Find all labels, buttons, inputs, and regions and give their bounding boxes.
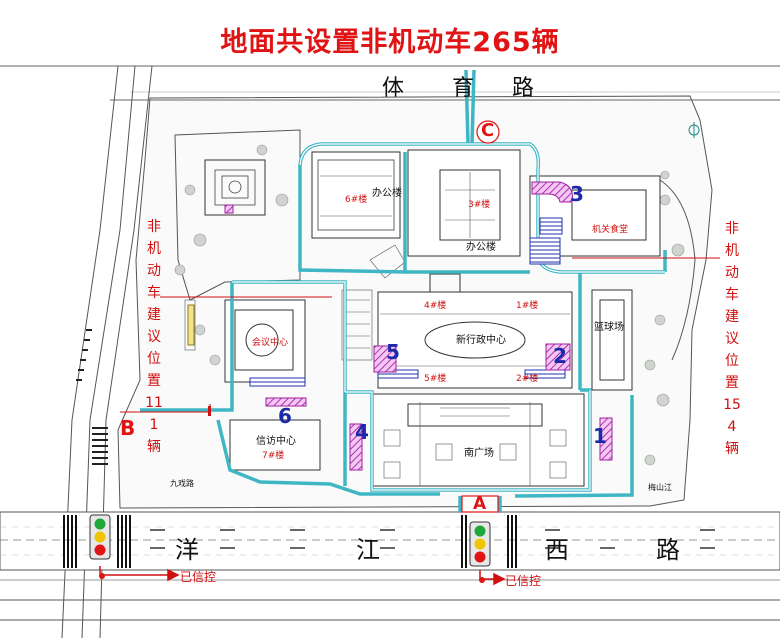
north-road-name-1: 体 [382, 76, 405, 101]
bicycle-route-inner [232, 143, 665, 491]
landscape-trees [174, 144, 685, 466]
parking-marker-4: 4 [355, 420, 369, 444]
entrance-a: A [473, 494, 487, 514]
north-road-name-2: 育 [452, 76, 475, 101]
label-conference-center: 会议中心 [252, 338, 289, 348]
label-building-7: 7#楼 [262, 451, 285, 461]
entrance-c: C [481, 120, 495, 141]
label-building-5: 5#楼 [424, 374, 447, 384]
parking-marker-1: 1 [593, 424, 607, 448]
south-road-name-4: 路 [656, 536, 680, 564]
label-building-3: 3#楼 [468, 200, 491, 210]
south-road-lower-grid [0, 599, 780, 621]
signal-label-left: 已信控 [180, 570, 217, 584]
south-road-lane-marks [150, 529, 715, 549]
signal-heads [99, 573, 485, 583]
signal-arrow-left-icon [99, 566, 180, 582]
building-outlines [204, 149, 661, 487]
south-road-crosswalks [63, 515, 517, 568]
building-details [184, 172, 570, 486]
entrance-b: B [120, 416, 136, 440]
label-admin-center: 新行政中心 [456, 335, 506, 346]
map-title: 地面共设置非机动车265辆 [220, 27, 560, 58]
label-petition-center: 信访中心 [256, 436, 296, 447]
parking-zones [224, 181, 613, 471]
label-south-plaza: 南广场 [464, 448, 494, 459]
west-road-markings [76, 329, 108, 465]
traffic-signal-right [469, 521, 491, 567]
right-parking-note: 非机动车建议位置154辆 [723, 221, 741, 457]
label-building-4: 4#楼 [424, 301, 447, 311]
parking-marker-2: 2 [553, 344, 567, 368]
garden-pavilion [214, 169, 256, 206]
north-arrow-icon [688, 122, 700, 138]
label-office-building: 办公楼 [372, 188, 402, 199]
traffic-signal-left [89, 514, 111, 560]
south-road-name-1: 洋 [175, 536, 199, 564]
label-basketball-court: 篮球场 [594, 322, 624, 333]
parking-marker-3: 3 [570, 182, 584, 206]
south-road-name-3: 西 [545, 536, 569, 564]
leader-lines [160, 257, 720, 298]
label-office-building-2: 办公楼 [466, 242, 496, 253]
left-parking-note: 非机动车建议位置111辆 [145, 219, 163, 455]
entrance-circles [461, 120, 500, 513]
south-road-name-2: 江 [356, 536, 380, 564]
parking-marker-5: 5 [386, 340, 400, 364]
signal-label-right: 已信控 [505, 574, 542, 588]
aux-parking [187, 217, 566, 387]
parking-marker-6: 6 [278, 404, 292, 428]
label-building-6: 6#楼 [345, 195, 368, 205]
label-building-2: 2#楼 [516, 374, 539, 384]
minor-road-right: 梅山江 [648, 483, 672, 492]
entrance-pillar [208, 406, 211, 416]
label-building-1: 1#楼 [516, 301, 539, 311]
north-road [0, 65, 780, 101]
minor-road-left: 九戏路 [170, 479, 194, 488]
north-road-name-3: 路 [512, 76, 535, 101]
label-canteen: 机关食堂 [592, 225, 629, 235]
